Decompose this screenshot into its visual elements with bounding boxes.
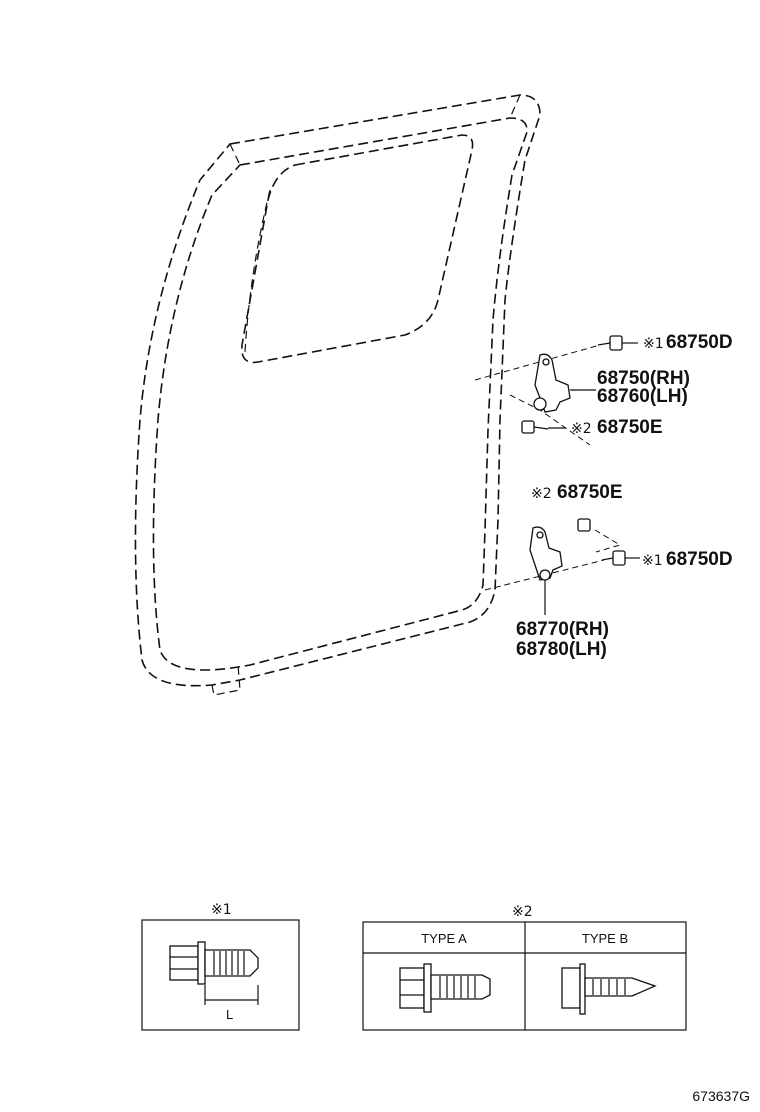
- lower-hinge-lh-callout: 68780(LH): [516, 639, 607, 660]
- lower-hinge-rh-callout: 68770(RH): [516, 619, 609, 640]
- type-b-bolt-illustration: [561, 963, 657, 1015]
- upper-hinge: [534, 353, 571, 413]
- flange-bolt-illustration: [169, 941, 259, 985]
- upper-bolt-d-callout: 68750D: [666, 332, 733, 353]
- lower-bolt-68750d: [601, 550, 640, 566]
- diagram-reference-code: 673637G: [692, 1088, 750, 1104]
- type-a-bolt-illustration: [399, 963, 491, 1013]
- upper-hinge-lh-callout: 68760(LH): [597, 386, 688, 407]
- legend-type-a-label: TYPE A: [421, 931, 467, 946]
- upper-bolt-68750e: [521, 420, 566, 434]
- legend-box-mark1: ※1 L: [141, 902, 300, 1031]
- upper-bolt-e-callout: 68750E: [597, 417, 663, 438]
- lower-bolt-d-mark: ※1: [642, 553, 663, 569]
- lower-hinge: [529, 526, 563, 581]
- upper-bolt-e-mark: ※2: [571, 421, 592, 437]
- lower-bolt-d-callout: 68750D: [666, 549, 733, 570]
- door-window-opening: [241, 134, 474, 364]
- legend-box1-title: ※1: [211, 902, 232, 918]
- upper-bolt-d-mark: ※1: [643, 336, 664, 352]
- legend-box1-dimension-label: L: [226, 1007, 233, 1022]
- lower-bolt-e-callout: 68750E: [557, 482, 623, 503]
- lower-bolt-68750e: [577, 518, 591, 532]
- upper-hinge-assembly: [474, 335, 638, 446]
- upper-hinge-rh-callout: 68750(RH): [597, 368, 690, 389]
- rear-door-outline: [134, 94, 541, 696]
- legend-box-mark2: ※2 TYPE A TYPE B: [362, 904, 687, 1031]
- upper-bolt-68750d: [597, 335, 638, 351]
- legend-type-b-label: TYPE B: [582, 931, 628, 946]
- lower-bolt-e-mark: ※2: [531, 486, 552, 502]
- lower-hinge-assembly: [484, 518, 640, 615]
- legend-box2-title: ※2: [512, 904, 533, 920]
